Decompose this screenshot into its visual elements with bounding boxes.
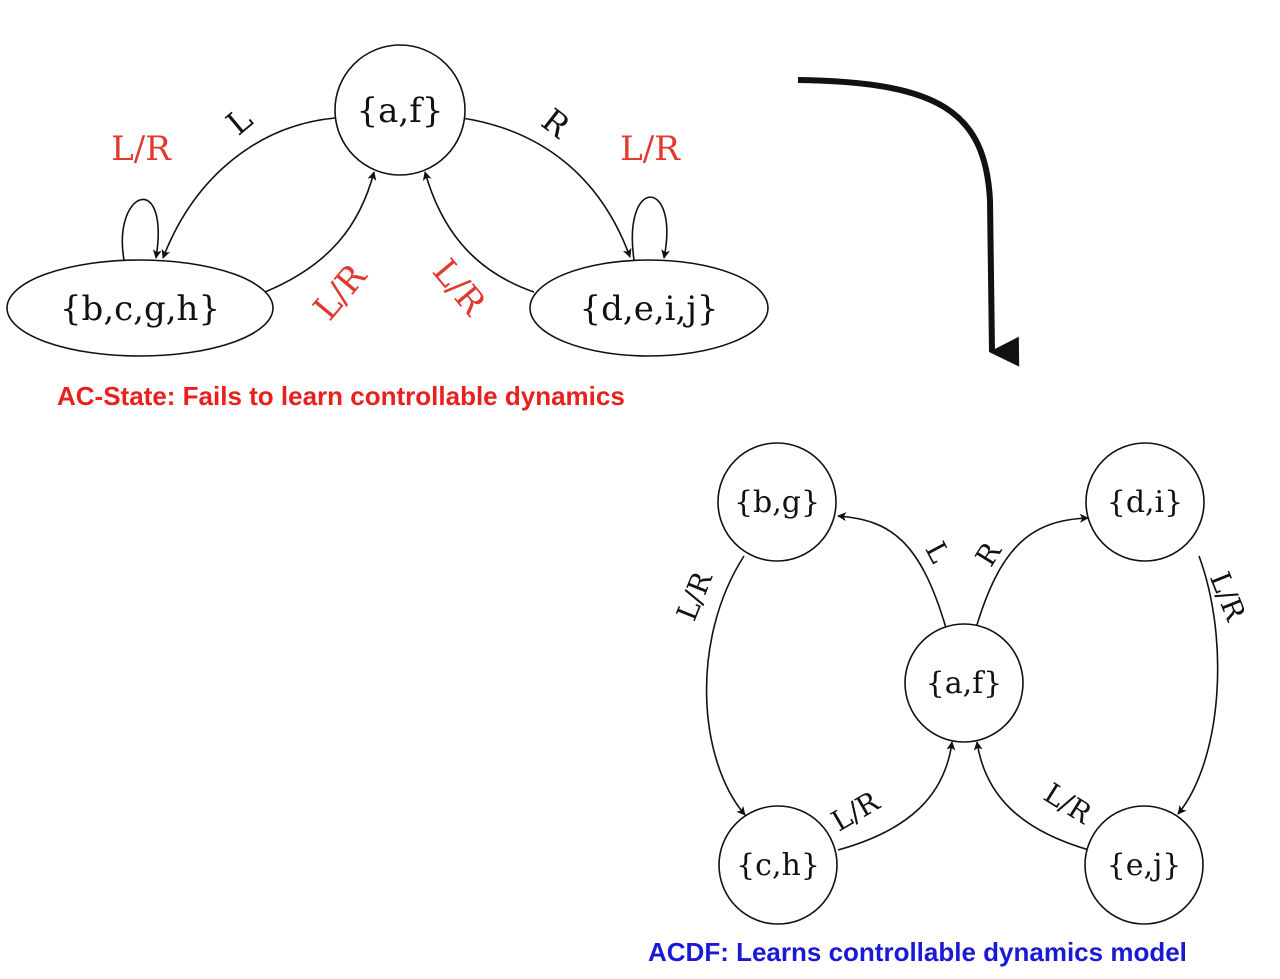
node-deij-label: {d,e,i,j} (580, 289, 719, 329)
edge-label-af-to-bg: L (919, 536, 957, 568)
edge-label-ej-to-af: L/R (1038, 776, 1098, 830)
caption-ac-state: AC-State: Fails to learn controllable dy… (57, 381, 625, 411)
edge-bcgh-to-af (264, 171, 377, 293)
edge-di-to-ej (1177, 555, 1219, 815)
transition-arrow (797, 77, 1020, 367)
edge-af-to-bg (837, 512, 947, 629)
edge-ch-to-af (837, 741, 956, 851)
node-di (1085, 442, 1205, 562)
edge-label-deij-to-af: L/R (424, 252, 494, 324)
node-ej (1084, 805, 1204, 925)
node-af-bottom (904, 623, 1024, 743)
bottom-diagram: {b,g} {d,i} {a,f} {c,h} {e,j} L R L/R L/… (670, 442, 1252, 925)
node-bcgh-label: {b,c,g,h} (60, 289, 220, 329)
edge-label-bcgh-to-af: L/R (306, 256, 376, 328)
node-bg-label: {b,g} (734, 485, 820, 520)
edge-af-to-bcgh (161, 117, 336, 259)
node-deij (529, 259, 769, 357)
edge-label-bg-to-ch: L/R (670, 566, 719, 625)
edge-af-to-di (975, 513, 1089, 629)
edge-label-bcgh-self: L/R (111, 129, 172, 169)
caption-acdf: ACDF: Learns controllable dynamics model (648, 937, 1187, 967)
edge-ej-to-af (973, 741, 1090, 851)
edge-label-af-to-bcgh: L (219, 100, 260, 143)
edge-bcgh-self-loop (121, 198, 162, 261)
node-bg (717, 442, 837, 562)
node-ej-label: {e,j} (1107, 848, 1182, 883)
node-af-top (334, 44, 466, 176)
edge-label-di-to-ej: L/R (1203, 567, 1252, 626)
node-di-label: {d,i} (1107, 485, 1184, 520)
edge-label-ch-to-af: L/R (826, 784, 886, 838)
edge-af-to-deij (461, 117, 632, 258)
node-ch (718, 805, 838, 925)
node-af-top-label: {a,f} (357, 91, 444, 131)
edge-label-deij-self: L/R (620, 129, 681, 169)
edge-label-af-to-deij: R (534, 101, 577, 146)
edge-deij-self-loop (631, 196, 670, 261)
node-ch-label: {c,h} (736, 848, 820, 883)
top-diagram: {a,f} {b,c,g,h} {d,e,i,j} L R L/R L/R L/… (6, 44, 769, 357)
edge-bg-to-ch (705, 555, 746, 816)
edge-deij-to-af (422, 171, 535, 293)
node-bcgh (6, 259, 274, 357)
node-af-bottom-label: {a,f} (926, 666, 1003, 701)
